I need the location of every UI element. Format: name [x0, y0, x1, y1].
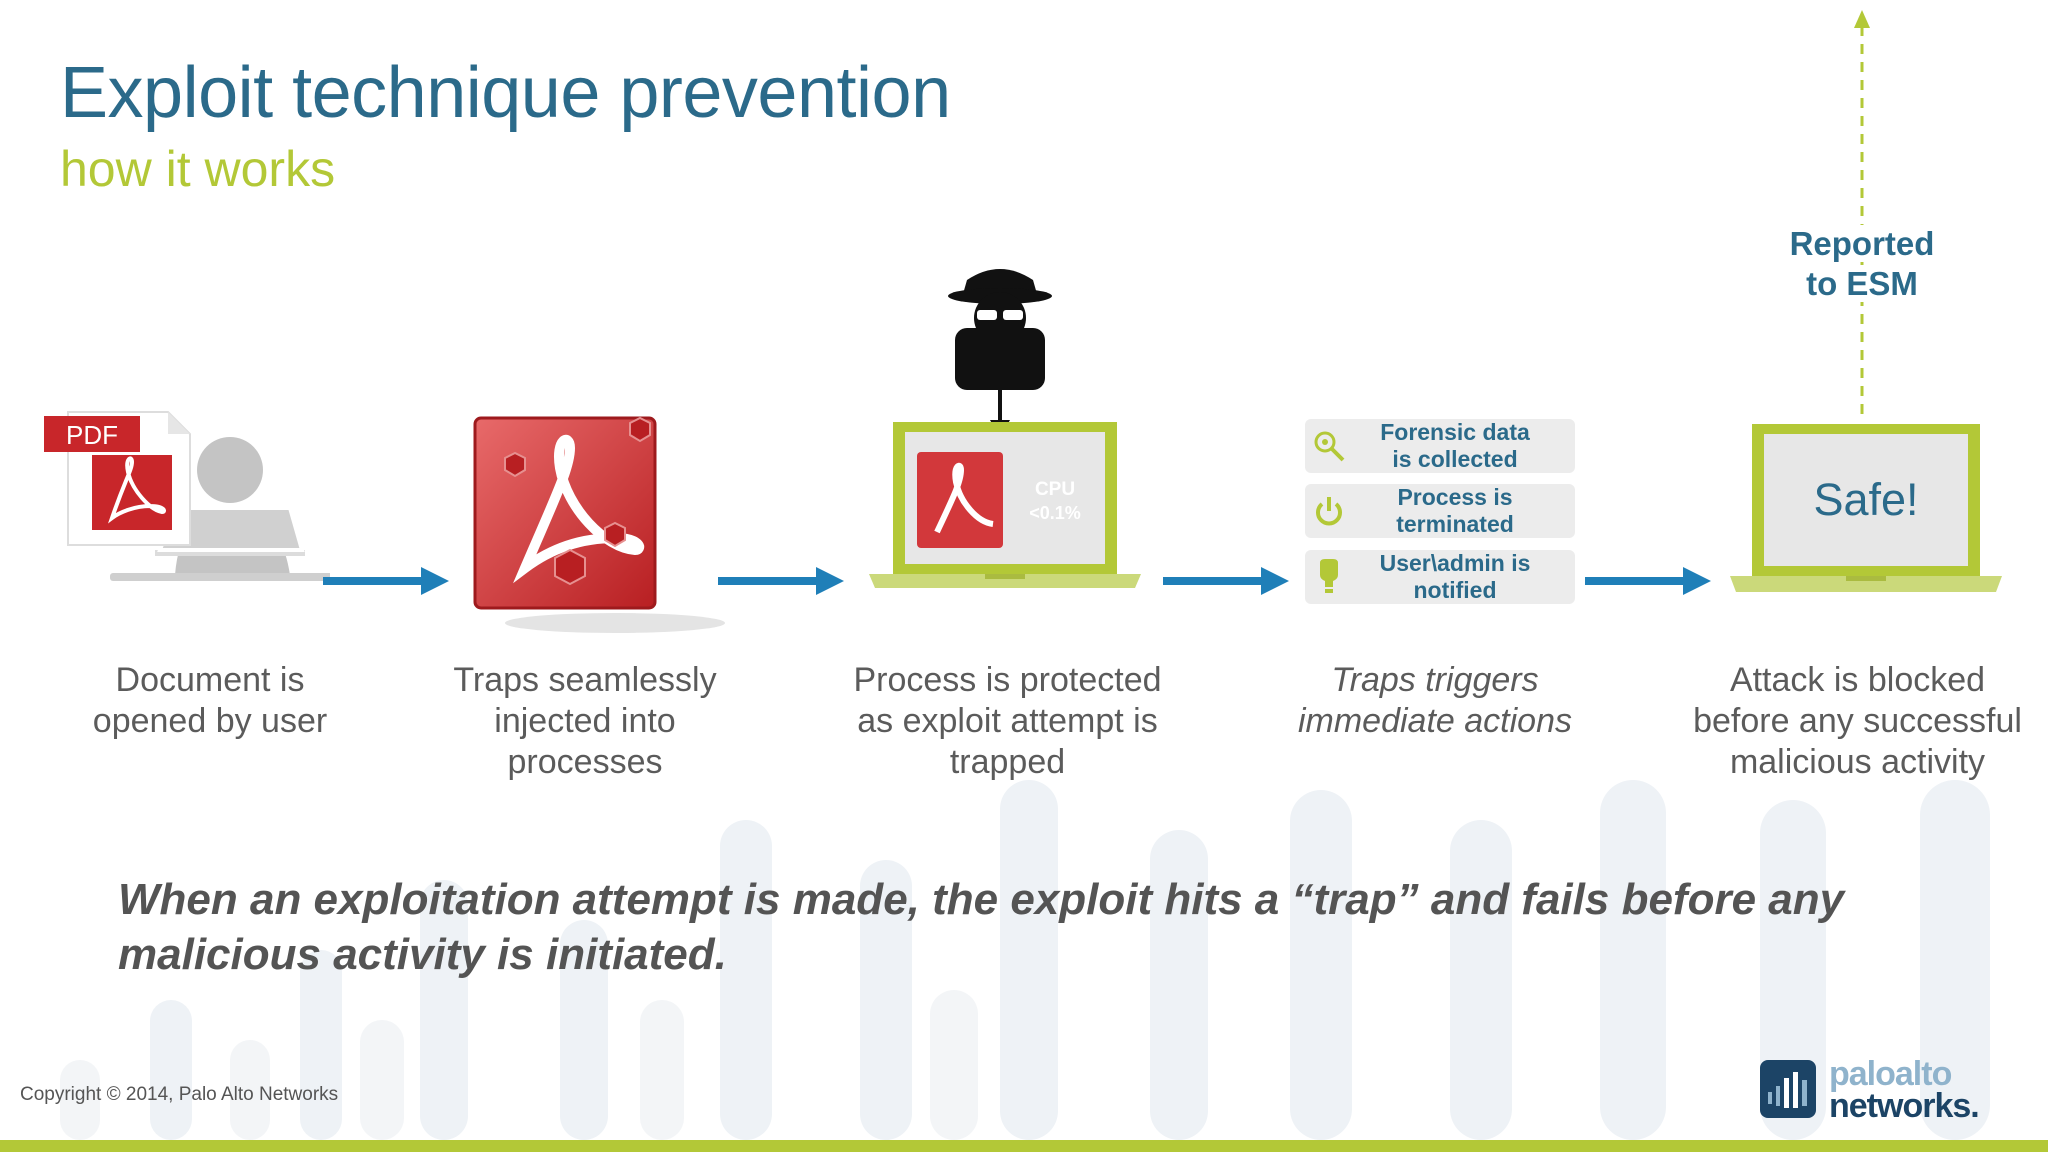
magnifier-icon — [1305, 419, 1353, 473]
logo-line: networks. — [1829, 1087, 1980, 1125]
caption-line: Document is — [115, 661, 305, 699]
flow-arrow-4 — [1585, 567, 1711, 595]
slide-title: Exploit technique prevention — [60, 53, 951, 133]
logo-line: paloalto — [1829, 1055, 1952, 1093]
user-with-pdf-icon: PDF — [44, 411, 330, 581]
caption-line: trapped — [949, 743, 1066, 781]
report-to-esm-arrow — [1854, 10, 1870, 414]
action-line: Process is — [1397, 484, 1513, 510]
step-caption-5: Attack is blocked before any successful … — [1680, 660, 2035, 783]
caption-line: processes — [507, 743, 663, 781]
caption-line: Attack is blocked — [1729, 661, 1986, 699]
step-caption-4: Traps triggers immediate actions — [1270, 660, 1600, 742]
reported-to-esm-label: Reported to ESM — [1762, 224, 1962, 304]
caption-line: as exploit attempt is — [857, 702, 1158, 740]
step-caption-3: Process is protected as exploit attempt … — [830, 660, 1185, 783]
action-line: User\admin is — [1379, 550, 1531, 576]
step-caption-2: Traps seamlessly injected into processes — [435, 660, 735, 783]
flow-arrow-2 — [718, 567, 844, 595]
pdf-label: PDF — [66, 420, 118, 450]
bottom-accent-bar — [0, 1140, 2048, 1152]
action-line: terminated — [1396, 511, 1514, 537]
tagline: When an exploitation attempt is made, th… — [118, 875, 1845, 979]
caption-line: immediate actions — [1297, 702, 1572, 740]
copyright-text: Copyright © 2014, Palo Alto Networks — [20, 1084, 339, 1105]
palo-alto-logo-text: paloalto networks. — [1829, 1055, 1980, 1125]
caption-line: before any successful — [1693, 702, 2022, 740]
power-icon — [1305, 484, 1353, 538]
slide-subtitle: how it works — [60, 141, 336, 197]
traps-acrobat-icon — [473, 416, 725, 633]
caption-line: malicious activity — [1729, 743, 1986, 781]
step-caption-1: Document is opened by user — [60, 660, 360, 742]
cpu-value: <0.1% — [1029, 503, 1081, 523]
bulb-icon — [1305, 550, 1353, 604]
caption-line: injected into — [494, 702, 676, 740]
palo-alto-logo-icon — [1760, 1060, 1816, 1118]
reported-line: Reported — [1789, 225, 1935, 262]
cpu-label: CPU — [1035, 479, 1075, 500]
caption-line: Process is protected — [853, 661, 1162, 699]
protected-laptop-icon: CPU <0.1% — [869, 422, 1141, 588]
safe-text: Safe! — [1813, 474, 1919, 525]
caption-line: Traps triggers — [1331, 661, 1539, 699]
flow-arrow-3 — [1163, 567, 1289, 595]
action-line: notified — [1413, 577, 1497, 603]
caption-line: opened by user — [92, 702, 328, 740]
safe-laptop-icon — [1730, 424, 2002, 592]
action-line: is collected — [1392, 446, 1518, 472]
flow-arrow-1 — [323, 567, 449, 595]
action-line: Forensic data — [1380, 419, 1530, 445]
caption-line: Traps seamlessly — [453, 661, 717, 699]
reported-line: to ESM — [1806, 265, 1918, 302]
